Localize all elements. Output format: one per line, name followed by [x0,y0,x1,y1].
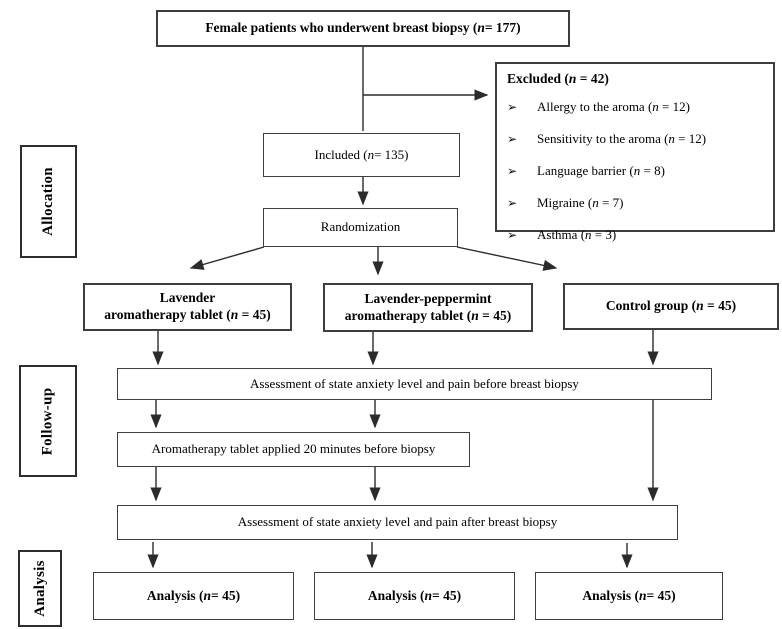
excluded-item: ➢ Asthma (n = 3) [507,219,763,251]
box-analysis-lavender: Analysis (n = 45) [93,572,294,620]
stage-label-allocation: Allocation [20,145,77,258]
excluded-item-text: Allergy to the aroma (n = 12) [537,99,690,114]
excluded-item: ➢ Language barrier (n = 8) [507,155,763,187]
group-line1: Lavender-peppermint [364,290,492,306]
group-line1: Lavender [159,290,216,306]
box-analysis-control: Analysis (n = 45) [535,572,723,620]
box-analysis-lavender-peppermint: Analysis (n = 45) [314,572,515,620]
arrowhead-bullet-icon: ➢ [507,195,518,210]
excluded-item: ➢ Sensitivity to the aroma (n = 12) [507,123,763,155]
box-assessment-after: Assessment of state anxiety level and pa… [117,505,678,540]
excluded-item-text: Asthma (n = 3) [537,227,617,242]
box-enrollment: Female patients who underwent breast bio… [156,10,570,47]
excluded-item-text: Migraine (n = 7) [537,195,624,210]
group-line1: Control group (n = 45) [605,298,737,314]
box-group-lavender: Lavender aromatherapy tablet (n = 45) [83,283,292,331]
group-line2: aromatherapy tablet (n = 45) [344,307,512,323]
box-intervention: Aromatherapy tablet applied 20 minutes b… [117,432,470,467]
excluded-item: ➢ Allergy to the aroma (n = 12) [507,91,763,123]
box-group-control: Control group (n = 45) [563,283,779,330]
arrowhead-bullet-icon: ➢ [507,163,518,178]
stage-label-followup-text: Follow-up [39,387,56,455]
stage-label-analysis: Analysis [18,550,62,627]
excluded-title: Excluded (n = 42) [507,71,609,86]
stage-label-allocation-text: Allocation [40,167,56,236]
arrowhead-bullet-icon: ➢ [507,99,518,114]
box-randomization: Randomization [263,208,458,247]
box-group-lavender-peppermint: Lavender-peppermint aromatherapy tablet … [323,283,533,332]
arrowhead-bullet-icon: ➢ [507,227,518,242]
group-line2: aromatherapy tablet (n = 45) [104,307,271,322]
stage-label-followup: Follow-up [19,365,77,477]
box-assessment-before: Assessment of state anxiety level and pa… [117,368,712,400]
stage-label-analysis-text: Analysis [31,560,48,617]
box-included: Included (n = 135) [263,133,460,177]
excluded-item-text: Sensitivity to the aroma (n = 12) [537,131,707,146]
excluded-item-text: Language barrier (n = 8) [537,163,665,178]
box-excluded: Excluded (n = 42) ➢ Allergy to the aroma… [495,62,775,242]
excluded-item: ➢ Migraine (n = 7) [507,187,763,219]
arrowhead-bullet-icon: ➢ [507,131,518,146]
